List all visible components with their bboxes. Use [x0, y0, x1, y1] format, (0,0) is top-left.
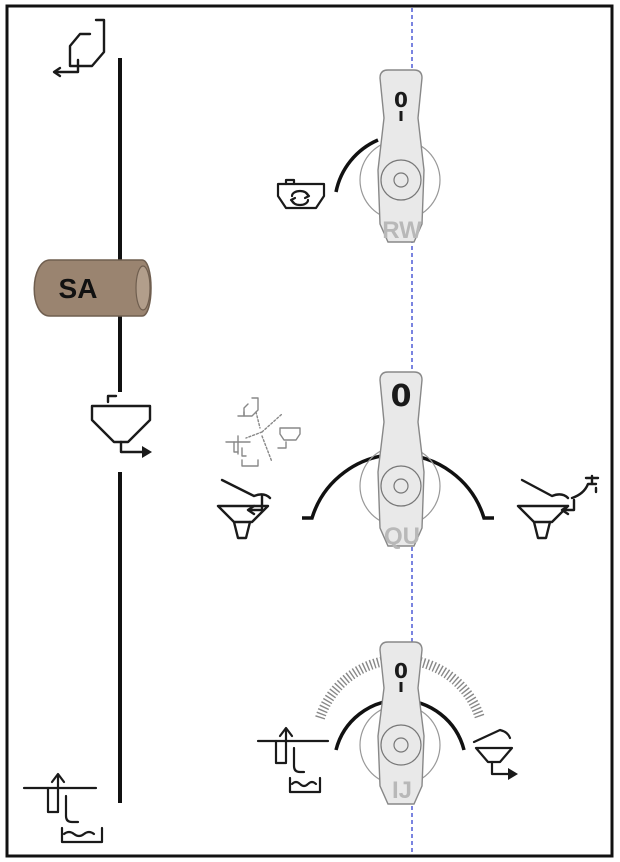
- fill-hopper-icon: [80, 392, 158, 472]
- valve-ij[interactable]: 0 IJ: [315, 641, 485, 805]
- three-way-selection-icon: [225, 397, 301, 467]
- valve-rw[interactable]: 0 RW: [334, 69, 441, 244]
- shutoff-valve-label: SA: [59, 273, 98, 304]
- diagram-frame: [5, 4, 614, 858]
- induction-hopper-icon: [216, 478, 272, 540]
- valve-qu-position: 0: [391, 379, 412, 414]
- valve-qu-code: QU: [384, 523, 420, 550]
- valve-ij-code: IJ: [392, 777, 412, 804]
- valve-qu[interactable]: 0 QU: [302, 371, 494, 550]
- hopper-outlet-icon: [472, 728, 514, 776]
- hopper-outlet-arrow-icon: [508, 768, 518, 780]
- suction-from-water-icon-bottom: [22, 772, 104, 844]
- valve-rw-code: RW: [382, 217, 422, 244]
- shutoff-valve-sa[interactable]: SA: [33, 259, 152, 317]
- valve-ij-position: 0: [394, 659, 408, 683]
- tank-rinse-icon: [276, 178, 326, 210]
- tank-outlet-icon: [52, 18, 106, 78]
- hopper-water-tap-icon: [516, 474, 600, 540]
- valve-rw-position: 0: [394, 88, 408, 112]
- suction-from-water-icon: [256, 726, 330, 794]
